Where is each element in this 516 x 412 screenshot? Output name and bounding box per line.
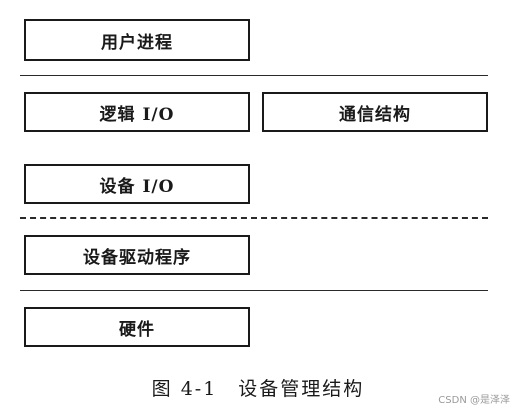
divider-line-1	[20, 75, 488, 76]
device-io-box: 设备 I/O	[24, 164, 250, 204]
user-process-box: 用户进程	[24, 19, 250, 61]
device-driver-box: 设备驱动程序	[24, 235, 250, 275]
divider-line-2	[20, 290, 488, 291]
comm-structure-box: 通信结构	[262, 92, 488, 132]
watermark: CSDN @是泽泽	[438, 395, 510, 406]
logical-io-box: 逻辑 I/O	[24, 92, 250, 132]
figure-caption: 图 4-1 设备管理结构	[151, 378, 365, 400]
device-io-label: 设备 I/O	[99, 176, 175, 197]
user-process-label: 用户进程	[101, 32, 173, 53]
hardware-box: 硬件	[24, 307, 250, 347]
divider-dashed-line	[20, 217, 488, 219]
comm-structure-label: 通信结构	[339, 104, 411, 125]
device-driver-label: 设备驱动程序	[83, 247, 191, 268]
logical-io-label: 逻辑 I/O	[99, 104, 175, 125]
hardware-label: 硬件	[119, 319, 155, 340]
